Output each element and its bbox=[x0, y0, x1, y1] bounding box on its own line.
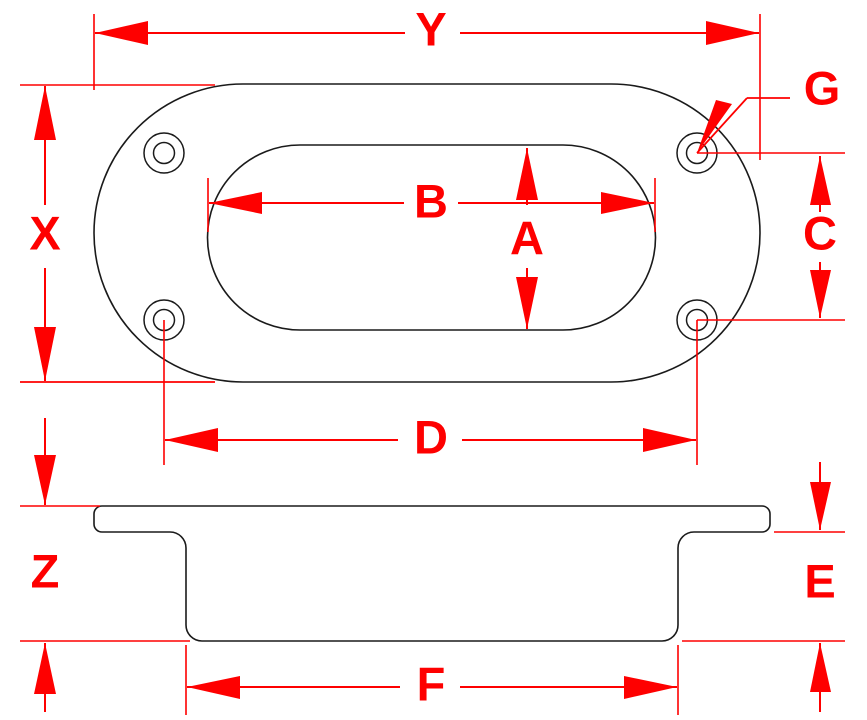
arrow-top bbox=[810, 156, 831, 205]
dim-label-Z: Z bbox=[31, 544, 60, 597]
dimension-A: A bbox=[510, 148, 544, 329]
dim-label-B: B bbox=[414, 174, 448, 227]
bolt-hole-top-left bbox=[143, 132, 185, 174]
arrow-bottom bbox=[516, 277, 538, 329]
side-section-view bbox=[93, 505, 771, 642]
dimension-B: B bbox=[207, 174, 656, 232]
dimension-X: X bbox=[20, 84, 215, 383]
dimension-F: F bbox=[185, 645, 679, 715]
arrow-right bbox=[643, 428, 696, 452]
arrow-top bbox=[516, 148, 538, 200]
dim-label-F: F bbox=[417, 657, 446, 710]
arrow-bottom bbox=[810, 270, 831, 318]
arrow-right bbox=[624, 676, 677, 699]
arrow-leader bbox=[697, 100, 732, 153]
arrow-bottom bbox=[34, 327, 56, 381]
arrow-left bbox=[187, 676, 240, 699]
outer-plate-outline bbox=[93, 83, 761, 383]
bolt-hole-outer-ring bbox=[143, 132, 185, 174]
arrow-top bbox=[34, 86, 56, 140]
bolt-hole-inner-ring bbox=[152, 141, 176, 165]
dimension-D: D bbox=[163, 320, 698, 465]
top-view bbox=[93, 83, 761, 383]
dim-label-D: D bbox=[414, 410, 448, 463]
arrow-down-top bbox=[34, 455, 56, 505]
dim-label-C: C bbox=[803, 206, 837, 259]
arrow-up-bottom bbox=[810, 643, 831, 692]
arrow-down-top bbox=[810, 482, 831, 530]
leader-line bbox=[696, 97, 748, 154]
dimension-G: G bbox=[696, 61, 841, 154]
arrow-right bbox=[601, 192, 654, 214]
arrow-left bbox=[209, 192, 262, 214]
dimension-E: E bbox=[682, 462, 845, 712]
arrow-left bbox=[95, 21, 148, 45]
dim-label-Y: Y bbox=[415, 2, 446, 55]
inner-slot-outline bbox=[206, 144, 657, 331]
arrow-right bbox=[706, 21, 759, 45]
arrow-up-bottom bbox=[34, 643, 56, 694]
dim-label-G: G bbox=[804, 61, 841, 114]
dimension-C: C bbox=[697, 152, 845, 321]
dimension-Y: Y bbox=[93, 2, 761, 160]
dim-label-X: X bbox=[29, 206, 60, 259]
arrow-left bbox=[165, 428, 218, 452]
dim-label-E: E bbox=[804, 554, 835, 607]
dim-label-A: A bbox=[510, 211, 544, 264]
side-profile-outline bbox=[93, 505, 771, 642]
dimension-Z: Z bbox=[20, 381, 215, 712]
